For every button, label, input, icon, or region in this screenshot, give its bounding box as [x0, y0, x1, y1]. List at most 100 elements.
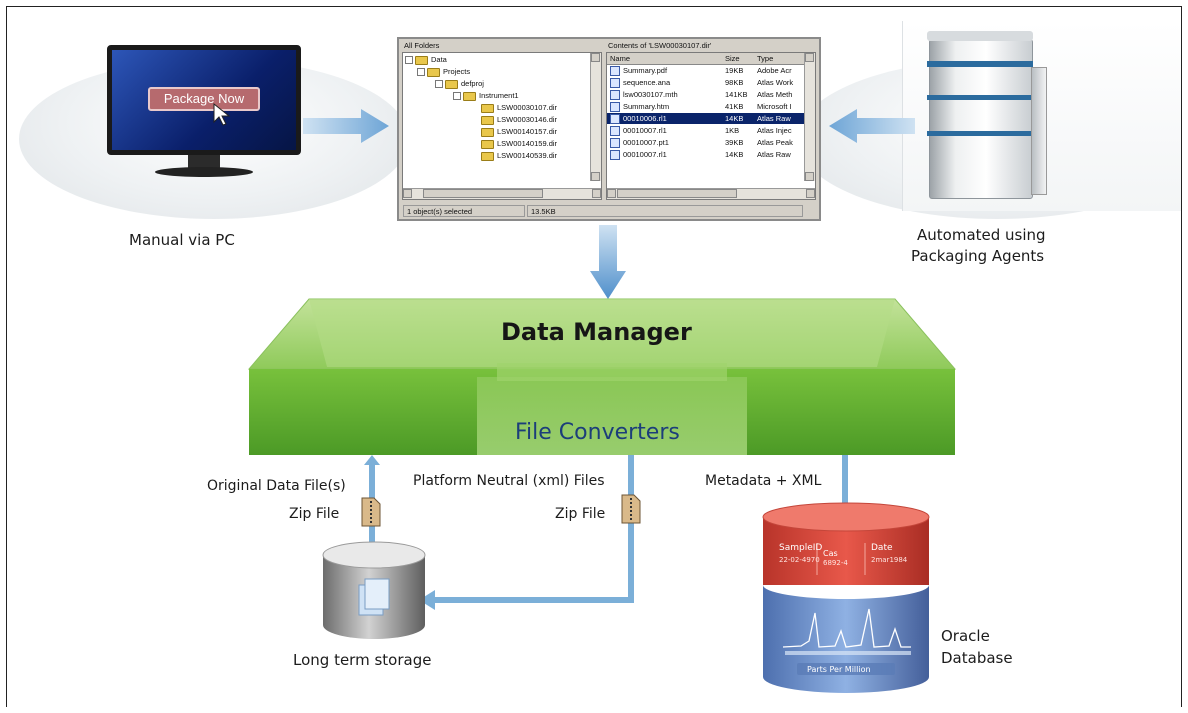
- monitor-stand: [188, 155, 220, 169]
- label-oracle-1: Oracle: [941, 627, 990, 645]
- file-icon: [610, 90, 620, 101]
- file-type: Atlas Work: [757, 78, 794, 87]
- file-type: Atlas Injec: [757, 126, 792, 135]
- file-name: 00010007.rl1: [623, 150, 667, 159]
- db-date-value: 2mar1984: [871, 556, 908, 564]
- file-name: 00010007.pt1: [623, 138, 669, 147]
- arrow-xml-to-storage: [419, 455, 634, 610]
- status-right: 13.5KB: [527, 205, 803, 217]
- arrow-manual-to-window: [303, 109, 389, 143]
- oracle-database-cylinder: [762, 502, 930, 693]
- db-sample-value: 22-02-4970: [779, 556, 820, 564]
- file-icon: [610, 102, 620, 113]
- status-left: 1 object(s) selected: [403, 205, 525, 217]
- col-size[interactable]: Size: [725, 54, 740, 63]
- tree-hscroll[interactable]: [403, 188, 601, 199]
- file-name: 00010007.rl1: [623, 126, 667, 135]
- file-size: 14KB: [725, 114, 744, 123]
- pc-monitor: Package Now: [107, 45, 301, 155]
- arrow-agents-to-window: [829, 109, 915, 143]
- file-size: 39KB: [725, 138, 744, 147]
- file-row[interactable]: 00010007.pt1 39KB Atlas Peak: [607, 137, 815, 149]
- zip-file-icon: [361, 497, 381, 527]
- tree-item[interactable]: LSW00140539.dir: [481, 150, 557, 161]
- file-icon: [610, 150, 620, 161]
- file-size: 141KB: [725, 90, 748, 99]
- file-size: 98KB: [725, 78, 744, 87]
- file-row[interactable]: 00010006.rl1 14KB Atlas Raw: [607, 113, 815, 125]
- data-manager-block: [247, 298, 957, 455]
- tree-item[interactable]: Projects: [417, 66, 470, 77]
- file-name: lsw0030107.mth: [623, 90, 678, 99]
- label-metadata: Metadata + XML: [705, 473, 822, 489]
- file-type: Atlas Raw: [757, 114, 791, 123]
- tree-item[interactable]: defproj: [435, 78, 484, 89]
- label-original-files: Original Data File(s): [207, 478, 346, 494]
- file-type: Microsoft I: [757, 102, 792, 111]
- tree-item[interactable]: LSW00140157.dir: [481, 126, 557, 137]
- db-date-label: Date: [871, 543, 893, 553]
- label-manual: Manual via PC: [129, 231, 235, 249]
- file-icon: [610, 114, 620, 125]
- label-automated-1: Automated using: [917, 226, 1046, 244]
- label-file-converters: File Converters: [515, 420, 680, 445]
- label-platform-neutral: Platform Neutral (xml) Files: [413, 473, 605, 489]
- label-automated-2: Packaging Agents: [911, 247, 1045, 265]
- lab-instrument: [927, 31, 1047, 201]
- file-row[interactable]: 00010007.rl1 14KB Atlas Raw: [607, 149, 815, 161]
- db-ppm-label: Parts Per Million: [807, 665, 871, 674]
- right-pane-header: Contents of 'LSW00030107.dir': [608, 41, 712, 50]
- monitor-base: [155, 167, 253, 177]
- file-type: Atlas Peak: [757, 138, 793, 147]
- label-long-term: Long term storage: [293, 651, 432, 669]
- diagram-frame: Package Now Manual via PC All Folders Co…: [6, 6, 1182, 707]
- file-row[interactable]: 00010007.rl1 1KB Atlas Injec: [607, 125, 815, 137]
- tree-item[interactable]: LSW00030107.dir: [481, 102, 557, 113]
- label-zip-left: Zip File: [289, 506, 340, 522]
- left-pane-header: All Folders: [404, 41, 440, 50]
- tree-item[interactable]: LSW00030146.dir: [481, 114, 557, 125]
- col-type[interactable]: Type: [757, 54, 774, 63]
- cursor-icon: [213, 102, 231, 126]
- tree-item[interactable]: Instrument1: [453, 90, 519, 101]
- files-hscroll[interactable]: [607, 188, 815, 199]
- file-name: Summary.htm: [623, 102, 670, 111]
- tree-item[interactable]: LSW00140159.dir: [481, 138, 557, 149]
- db-sample-label: SampleID: [779, 543, 823, 553]
- file-size: 19KB: [725, 66, 744, 75]
- db-cas-value: 6892-4: [823, 559, 848, 567]
- arrow-metadata-to-db: [837, 455, 853, 519]
- col-name[interactable]: Name: [610, 54, 631, 63]
- file-name: 00010006.rl1: [623, 114, 667, 123]
- folder-tree-pane[interactable]: Data Projects defproj Instrument1 LSW000…: [402, 52, 602, 200]
- file-explorer-window: All Folders Contents of 'LSW00030107.dir…: [397, 37, 821, 221]
- file-row[interactable]: lsw0030107.mth 141KB Atlas Meth: [607, 89, 815, 101]
- label-oracle-2: Database: [941, 649, 1013, 667]
- file-size: 1KB: [725, 126, 740, 135]
- file-row[interactable]: Summary.htm 41KB Microsoft I: [607, 101, 815, 113]
- zip-file-icon: [621, 494, 641, 524]
- file-icon: [610, 78, 620, 89]
- label-zip-mid: Zip File: [555, 506, 606, 522]
- file-row[interactable]: sequence.ana 98KB Atlas Work: [607, 77, 815, 89]
- files-vscroll[interactable]: [804, 53, 815, 181]
- file-icon: [610, 138, 620, 149]
- file-size: 41KB: [725, 102, 744, 111]
- package-now-button[interactable]: Package Now: [148, 87, 260, 111]
- file-icon: [610, 126, 620, 137]
- arrow-window-to-manager: [590, 225, 626, 299]
- file-type: Adobe Acr: [757, 66, 792, 75]
- column-headers: Name Size Type: [607, 53, 815, 65]
- package-now-label: Package Now: [163, 91, 245, 106]
- tree-item[interactable]: Data: [405, 54, 447, 65]
- file-icon: [610, 66, 620, 77]
- label-data-manager: Data Manager: [501, 318, 692, 346]
- file-type: Atlas Meth: [757, 90, 793, 99]
- file-size: 14KB: [725, 150, 744, 159]
- db-cas-label: Cas: [823, 549, 838, 558]
- file-type: Atlas Raw: [757, 150, 791, 159]
- tree-vscroll[interactable]: [590, 53, 601, 181]
- file-name: sequence.ana: [623, 78, 671, 87]
